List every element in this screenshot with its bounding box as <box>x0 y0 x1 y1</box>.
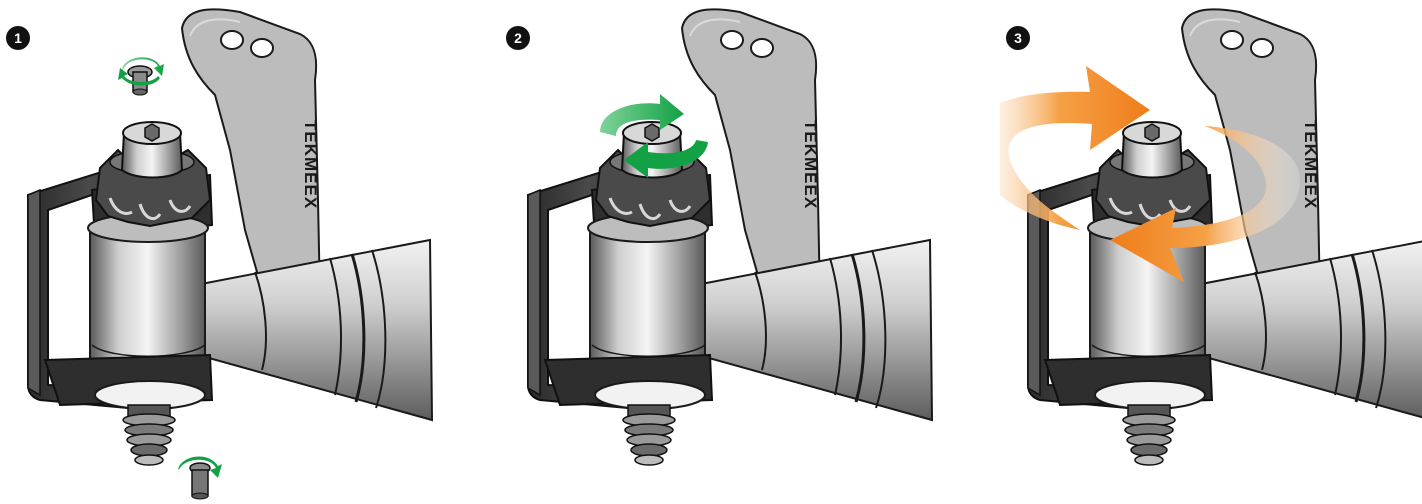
assembly-illustration-2: TEKMEEX <box>526 7 934 467</box>
rotate-arrow-icon <box>600 94 684 136</box>
step-1-panel: TEKMEEX 1 <box>0 0 474 504</box>
assembly-illustration-3: TEKMEEX <box>1000 7 1422 467</box>
assembly-illustration-1: TEKMEEX <box>26 7 434 500</box>
brand-logo: TEKMEEX <box>1301 120 1320 209</box>
rotate-arrow-icon <box>1000 66 1150 230</box>
top-set-screw <box>127 65 153 96</box>
step-number-badge: 3 <box>1006 26 1030 50</box>
brand-logo: TEKMEEX <box>301 120 320 209</box>
rotate-arrow-icon <box>1110 126 1300 282</box>
rotate-arrow-icon <box>624 140 708 178</box>
step-3-panel: TEKMEEX 3 <box>1000 0 1422 504</box>
brand-logo: TEKMEEX <box>801 120 820 209</box>
step-number-badge: 1 <box>6 26 30 50</box>
bottom-set-screw <box>189 462 211 500</box>
rotate-arrow-icon <box>178 456 222 478</box>
step-2-panel: TEKMEEX 2 <box>500 0 974 504</box>
step-number-badge: 2 <box>506 26 530 50</box>
